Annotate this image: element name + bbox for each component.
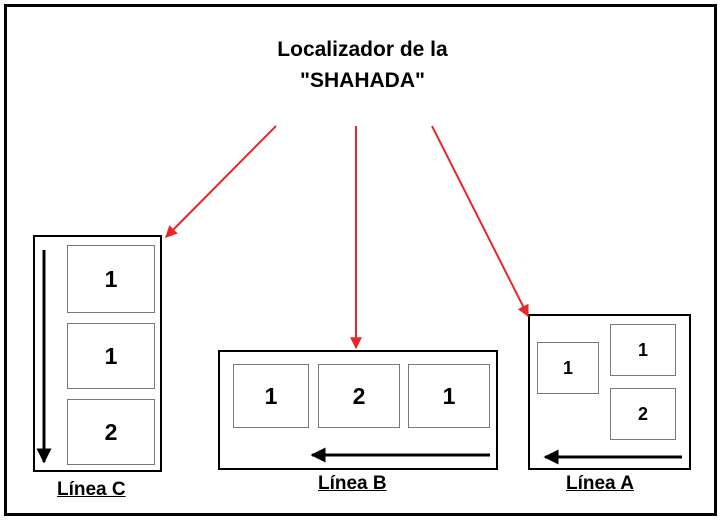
linea-a-cell-bottom-right: 2: [610, 388, 676, 440]
linea-c-label: Línea C: [57, 479, 126, 500]
linea-a-label: Línea A: [566, 473, 634, 494]
linea-a-cell-top-right: 1: [610, 324, 676, 376]
diagram-title: Localizador de la "SHAHADA": [0, 34, 725, 96]
pointer-arrow-to-linea-a: [431, 125, 529, 318]
linea-b-cell-2: 2: [318, 364, 400, 428]
outer-frame: [4, 4, 717, 516]
title-line-2: "SHAHADA": [300, 69, 425, 92]
linea-b-cell-3: 1: [408, 364, 490, 428]
linea-c-cell-1: 1: [67, 245, 155, 313]
linea-a-cell-left: 1: [537, 342, 599, 394]
linea-b-box: 1 2 1: [218, 350, 498, 470]
linea-a-box: 1 1 2: [528, 314, 691, 470]
pointer-arrow-to-linea-c: [165, 125, 277, 238]
linea-c-cell-2: 1: [67, 323, 155, 389]
linea-c-box: 1 1 2: [33, 235, 162, 472]
linea-b-label: Línea B: [318, 473, 387, 494]
linea-b-cell-1: 1: [233, 364, 309, 428]
linea-c-cell-3: 2: [67, 399, 155, 465]
title-line-1: Localizador de la: [277, 38, 448, 61]
